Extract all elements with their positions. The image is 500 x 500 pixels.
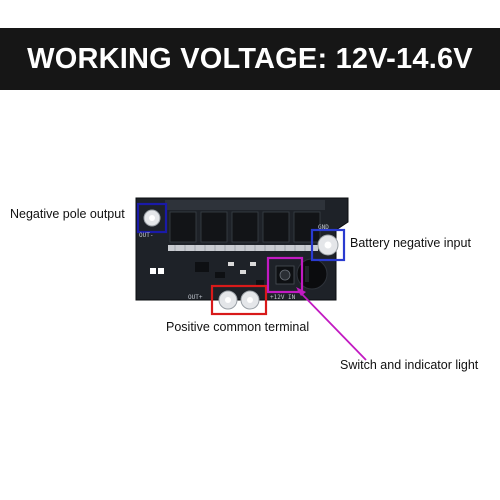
switch-button xyxy=(279,269,291,281)
smd-components xyxy=(150,262,264,285)
label-negative-pole-output: Negative pole output xyxy=(10,207,125,221)
silk-out-minus: OUT- xyxy=(139,232,153,239)
silk-12v-in: +12V IN xyxy=(270,294,296,301)
title-banner: WORKING VOLTAGE: 12V-14.6V xyxy=(0,28,500,90)
silk-gnd: GND xyxy=(318,224,329,231)
negative-pole-output-highlight xyxy=(136,202,168,234)
mosfet-row xyxy=(169,211,321,243)
switch-leader-arrowhead xyxy=(296,287,306,296)
banner-title: WORKING VOLTAGE: 12V-14.6V xyxy=(27,42,473,75)
switch-leader-line xyxy=(297,289,367,361)
label-switch-and-indicator-light: Switch and indicator light xyxy=(340,358,479,372)
switch-indicator-highlight xyxy=(266,256,304,294)
solder-strip xyxy=(168,245,318,251)
label-battery-negative-input: Battery negative input xyxy=(350,236,471,250)
positive-common-terminal-highlight xyxy=(210,284,268,316)
silk-out-plus: OUT+ xyxy=(188,294,203,301)
label-positive-common-terminal: Positive common terminal xyxy=(166,320,310,334)
copper-strip-top xyxy=(165,200,325,210)
battery-negative-input-highlight xyxy=(310,228,346,262)
